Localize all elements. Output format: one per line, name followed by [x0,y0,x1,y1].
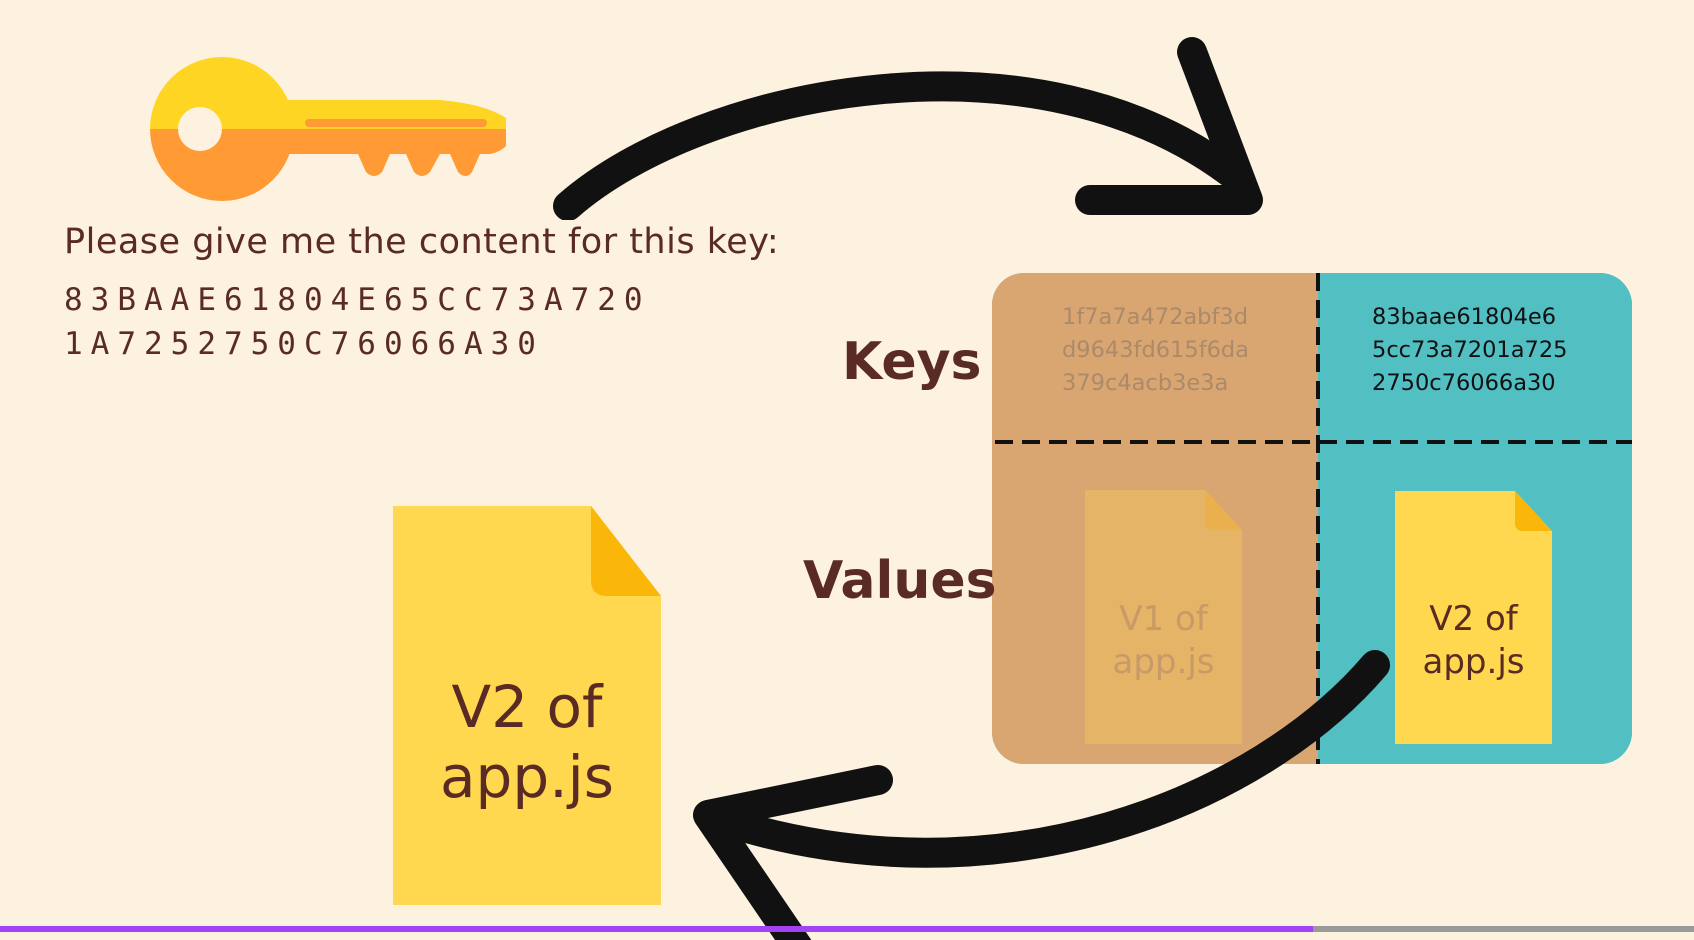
result-label-line: app.js [440,743,614,811]
new-key-hash: 83baae61804e6 5cc73a7201a725 2750c76066a… [1372,301,1567,400]
requested-key-line-1: 83BAAE61804E65CC73A720 [64,282,651,318]
old-value-label: V1 of app.js [1085,598,1242,684]
new-value-line: V2 of [1429,599,1518,639]
result-label-line: V2 of [451,673,603,741]
request-arrow [553,37,1263,220]
request-prompt: Please give me the content for this key: [64,222,780,262]
table-dividers [995,273,1632,764]
old-value-line: V1 of [1119,599,1208,639]
old-value-file-icon [1085,490,1242,744]
new-key-line: 83baae61804e6 [1372,304,1557,330]
new-value-label: V2 of app.js [1395,598,1552,684]
new-value-file-icon [1395,491,1552,744]
old-value-line: app.js [1112,642,1215,682]
old-key-line: d9643fd615f6da [1062,337,1249,363]
file-icon [393,506,661,905]
new-value-line: app.js [1422,642,1525,682]
response-arrow [693,650,1390,940]
old-key-line: 1f7a7a472abf3d [1062,304,1248,330]
new-key-line: 5cc73a7201a725 [1372,337,1568,363]
keys-row-label: Keys [842,332,982,392]
key-icon [150,57,506,201]
old-key-line: 379c4acb3e3a [1062,370,1229,396]
video-progress-track[interactable] [0,926,1694,932]
values-row-label: Values [803,551,997,611]
new-key-line: 2750c76066a30 [1372,370,1556,396]
video-progress-fill [0,926,1313,932]
requested-key-line-2: 1A7252750C76066A30 [64,326,544,362]
old-key-hash: 1f7a7a472abf3d d9643fd615f6da 379c4acb3e… [1062,301,1249,400]
result-file-label: V2 of app.js [393,672,661,812]
